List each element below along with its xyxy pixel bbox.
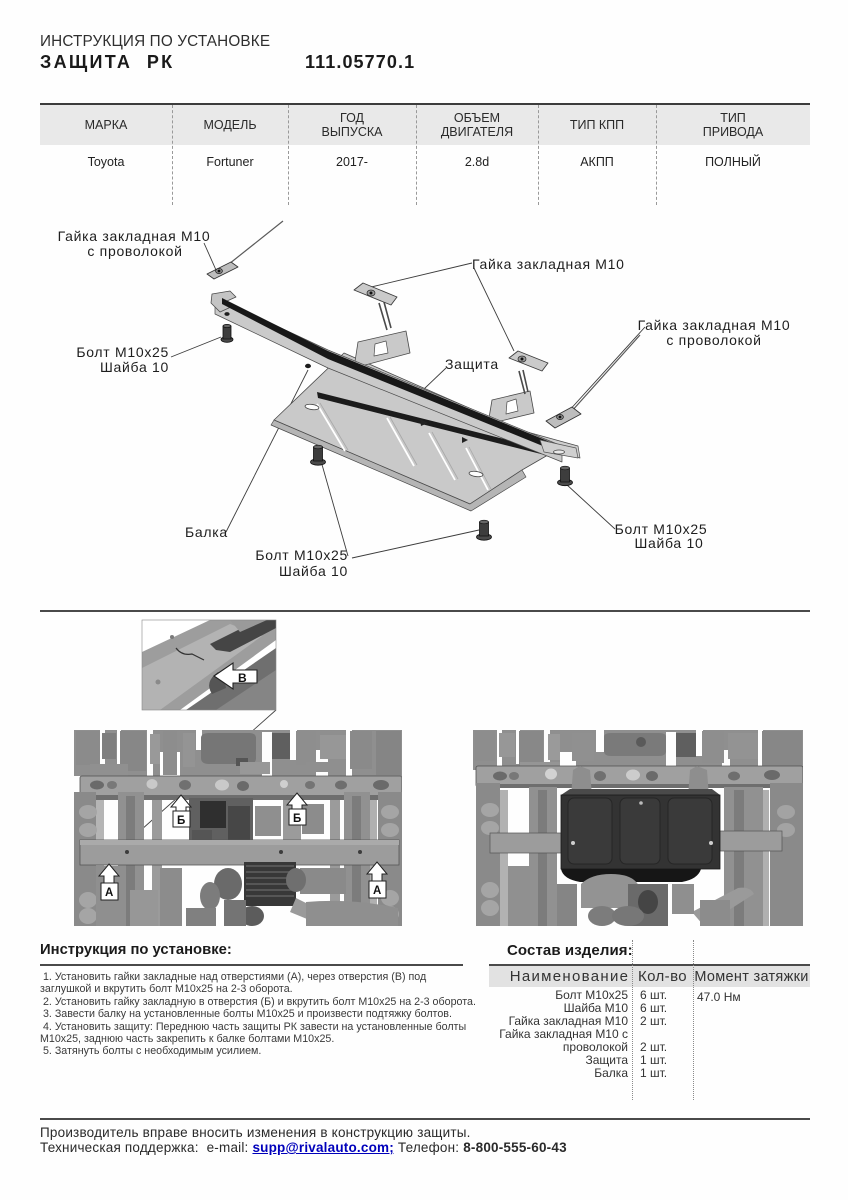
svg-text:Б: Б (293, 813, 301, 825)
svg-text:А: А (105, 887, 113, 899)
svg-text:В: В (238, 671, 247, 685)
svg-text:Б: Б (177, 815, 185, 827)
svg-text:Шайба 10: Шайба 10 (635, 535, 704, 551)
svg-text:Гайка закладная М10: Гайка закладная М10 (638, 317, 791, 333)
svg-text:Шайба 10: Шайба 10 (279, 563, 348, 579)
svg-text:Болт М10х25: Болт М10х25 (615, 521, 708, 537)
svg-text:Шайба 10: Шайба 10 (100, 359, 169, 375)
svg-text:Гайка закладная М10: Гайка закладная М10 (58, 228, 211, 244)
svg-text:Балка: Балка (185, 524, 228, 540)
svg-text:Болт М10х25: Болт М10х25 (76, 344, 169, 360)
svg-text:А: А (373, 885, 381, 897)
svg-text:Защита: Защита (445, 356, 499, 372)
svg-text:с проволокой: с проволокой (87, 243, 182, 259)
svg-text:Гайка закладная М10: Гайка закладная М10 (472, 256, 625, 272)
svg-text:Болт М10х25: Болт М10х25 (255, 547, 348, 563)
svg-text:с проволокой: с проволокой (666, 332, 761, 348)
